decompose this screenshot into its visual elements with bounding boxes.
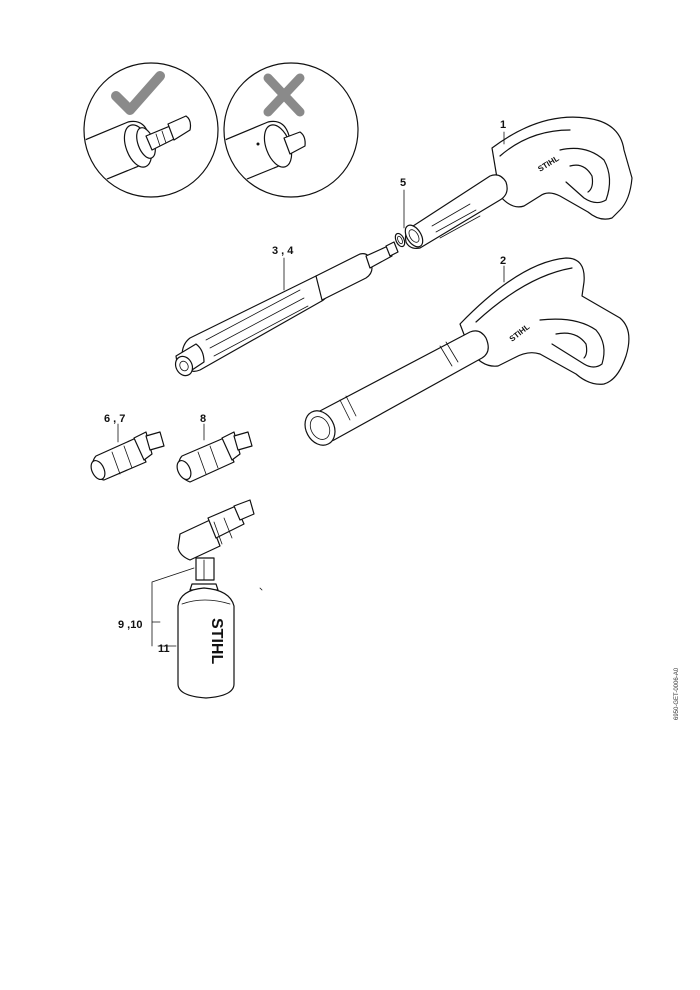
bottle-brand: STIHL	[208, 618, 225, 664]
o-ring: 5	[394, 177, 406, 248]
stray-mark	[259, 587, 263, 591]
spray-lance: 3 , 4	[174, 241, 399, 377]
check-icon	[111, 71, 165, 115]
callout-8: 8	[200, 413, 206, 425]
callout-9-10: 9 ,10	[118, 619, 142, 631]
detail-correct-connection	[83, 62, 219, 198]
foam-bottle: STIHL	[177, 583, 235, 699]
callout-2: 2	[500, 255, 506, 267]
callout-6-7: 6 , 7	[104, 413, 125, 425]
callout-11: 11	[158, 643, 170, 655]
detail-incorrect-connection	[223, 62, 359, 198]
nozzle-8: 8	[176, 413, 253, 483]
foam-callout-leaders: 9 ,10 11	[118, 567, 195, 655]
callout-3-4: 3 , 4	[272, 245, 294, 257]
foam-nozzle	[177, 499, 255, 581]
spray-gun-long: STIHL 2	[304, 255, 630, 446]
callout-5: 5	[400, 177, 406, 189]
figure-code: 6950-GET-0006-A0	[674, 667, 680, 720]
callout-1: 1	[500, 119, 506, 131]
cross-icon	[263, 73, 305, 117]
spray-gun-short: STIHL 1	[404, 116, 633, 249]
nozzle-6-7: 6 , 7	[90, 413, 165, 481]
